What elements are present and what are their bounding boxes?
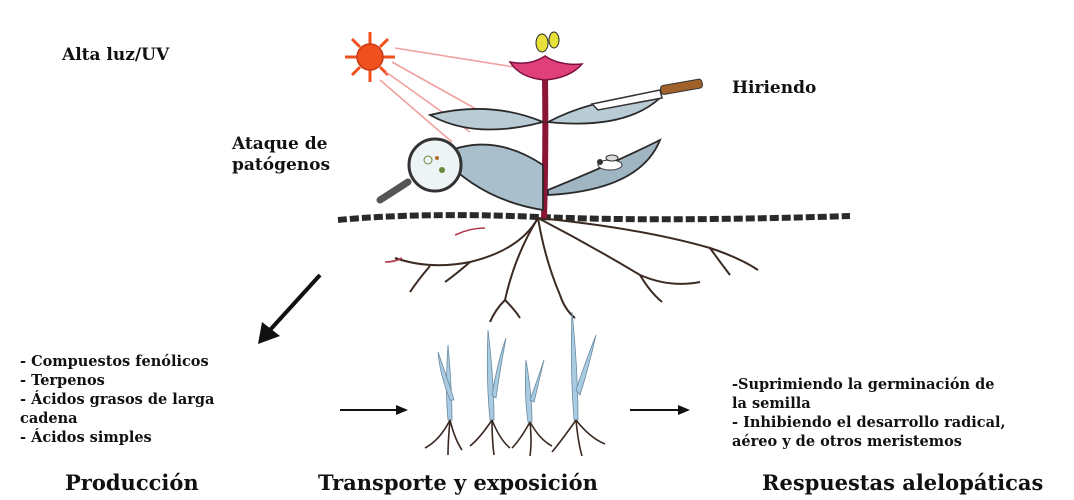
plant-roots <box>395 218 758 322</box>
responses-list: -Suprimiendo la germinación de la semill… <box>732 375 1006 451</box>
pathogens-label: Ataque de patógenos <box>232 134 330 176</box>
transport-title: Transporte y exposición <box>318 470 598 495</box>
pathogens-label-line2: patógenos <box>232 155 330 176</box>
transport-arrow <box>340 405 408 415</box>
list-item: - Terpenos <box>20 371 214 390</box>
soil-line <box>338 215 850 220</box>
list-item: - Ácidos simples <box>20 428 214 447</box>
pathogens-label-line1: Ataque de <box>232 134 330 155</box>
magnifier-icon <box>380 139 461 200</box>
production-list: - Compuestos fenólicos - Terpenos - Ácid… <box>20 352 214 447</box>
response-arrow <box>630 405 690 415</box>
production-arrow <box>258 275 320 344</box>
flower-icon <box>510 32 582 80</box>
wounding-label: Hiriendo <box>732 78 816 99</box>
list-item: - Ácidos grasos de larga <box>20 390 214 409</box>
list-item: -Suprimiendo la germinación de <box>732 375 1006 394</box>
production-title: Producción <box>65 470 199 495</box>
list-item: - Compuestos fenólicos <box>20 352 214 371</box>
light-label: Alta luz/UV <box>62 45 169 66</box>
list-item: aéreo y de otros meristemos <box>732 432 1006 451</box>
insect-icon <box>597 155 622 170</box>
list-item: la semilla <box>732 394 1006 413</box>
plant-stem <box>544 78 545 218</box>
seedling-roots <box>425 420 605 456</box>
responses-title: Respuestas alelopáticas <box>762 470 1043 495</box>
seedlings <box>438 312 596 422</box>
sun-icon <box>345 32 395 82</box>
list-item: cadena <box>20 409 214 428</box>
list-item: - Inhibiendo el desarrollo radical, <box>732 413 1006 432</box>
